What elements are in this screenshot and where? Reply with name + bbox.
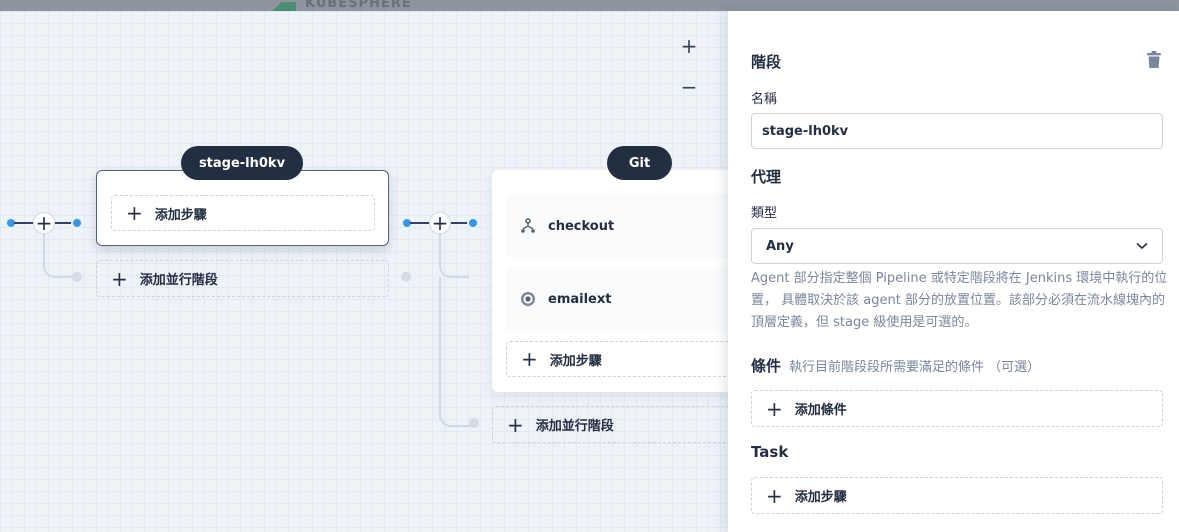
add-step-label: 添加步驟	[549, 353, 602, 369]
name-label: 名稱	[751, 92, 778, 107]
plus-icon: +	[126, 201, 143, 225]
plus-icon: +	[111, 266, 128, 291]
plus-icon: +	[507, 412, 524, 437]
top-bar: KUBESPHERE	[0, 0, 1179, 11]
stage-name-input[interactable]: stage-lh0kv	[751, 113, 1163, 149]
brand-name: KUBESPHERE	[305, 0, 412, 11]
step-checkout[interactable]: checkout	[506, 194, 728, 258]
zoom-out-button[interactable]: −	[680, 75, 698, 99]
step-label: emailext	[548, 291, 612, 307]
condition-hint: 執行目前階段段所需要滿足的條件 （可選）	[789, 360, 1041, 375]
logo-icon	[272, 2, 296, 11]
parallel-branch-line	[439, 234, 469, 278]
condition-section: 條件執行目前階段段所需要滿足的條件 （可選）	[751, 355, 1040, 376]
add-parallel-stage-button[interactable]: + 添加並行階段	[96, 260, 389, 297]
stage-settings-panel: 階段 名稱 stage-lh0kv 代理 類型 Any Agent 部分指定整個…	[728, 11, 1179, 532]
agent-section-title: 代理	[751, 168, 782, 186]
insert-stage-button[interactable]: +	[33, 212, 55, 234]
branch-start-dot	[401, 272, 411, 282]
plus-icon: +	[766, 483, 783, 508]
parallel-branch-line	[43, 234, 73, 278]
add-parallel-stage-label: 添加並行階段	[535, 419, 614, 434]
stage-section-title: 階段	[751, 53, 782, 71]
insert-stage-button[interactable]: +	[429, 212, 451, 234]
connector-dot	[467, 217, 479, 229]
zoom-in-button[interactable]: +	[680, 34, 698, 58]
plus-icon: +	[766, 396, 783, 421]
add-condition-button[interactable]: + 添加條件	[751, 390, 1163, 427]
chevron-down-icon	[1136, 239, 1148, 254]
branch-end-dot	[469, 418, 479, 428]
stage-name-pill[interactable]: stage-lh0kv	[181, 146, 303, 180]
plus-icon: +	[521, 347, 538, 371]
connector-dot	[71, 217, 83, 229]
branch-end-dot	[72, 272, 82, 282]
task-section-title: Task	[751, 443, 789, 461]
step-emailext[interactable]: emailext	[506, 267, 728, 331]
type-label: 類型	[751, 206, 778, 221]
add-step-label: 添加步驟	[154, 207, 207, 223]
add-parallel-stage-label: 添加並行階段	[139, 273, 218, 288]
add-step-button[interactable]: + 添加步驟	[506, 341, 728, 377]
agent-type-select[interactable]: Any	[751, 228, 1163, 264]
stage-name-pill[interactable]: Git	[607, 146, 672, 180]
add-condition-label: 添加條件	[794, 403, 847, 418]
add-step-button[interactable]: + 添加步驟	[111, 195, 375, 231]
parallel-branch-line	[439, 277, 473, 427]
add-parallel-stage-button[interactable]: + 添加並行階段	[492, 406, 728, 443]
pipeline-canvas[interactable]: + − + + 添加步驟 stage-lh0kv + 添加並行階段 +	[0, 11, 728, 532]
agent-description: Agent 部分指定整個 Pipeline 或特定階段將在 Jenkins 環境…	[751, 271, 1168, 330]
step-label: checkout	[548, 218, 615, 234]
agent-type-value: Any	[766, 238, 794, 254]
delete-icon[interactable]	[1146, 51, 1162, 69]
stage-card[interactable]: checkout emailext + 添加步驟	[492, 170, 728, 392]
branch-icon	[520, 218, 536, 234]
stage-card[interactable]: + 添加步驟	[96, 170, 389, 246]
add-step-button[interactable]: + 添加步驟	[751, 477, 1163, 514]
target-icon	[520, 291, 536, 307]
add-step-label: 添加步驟	[794, 490, 847, 505]
condition-title: 條件	[751, 357, 782, 375]
